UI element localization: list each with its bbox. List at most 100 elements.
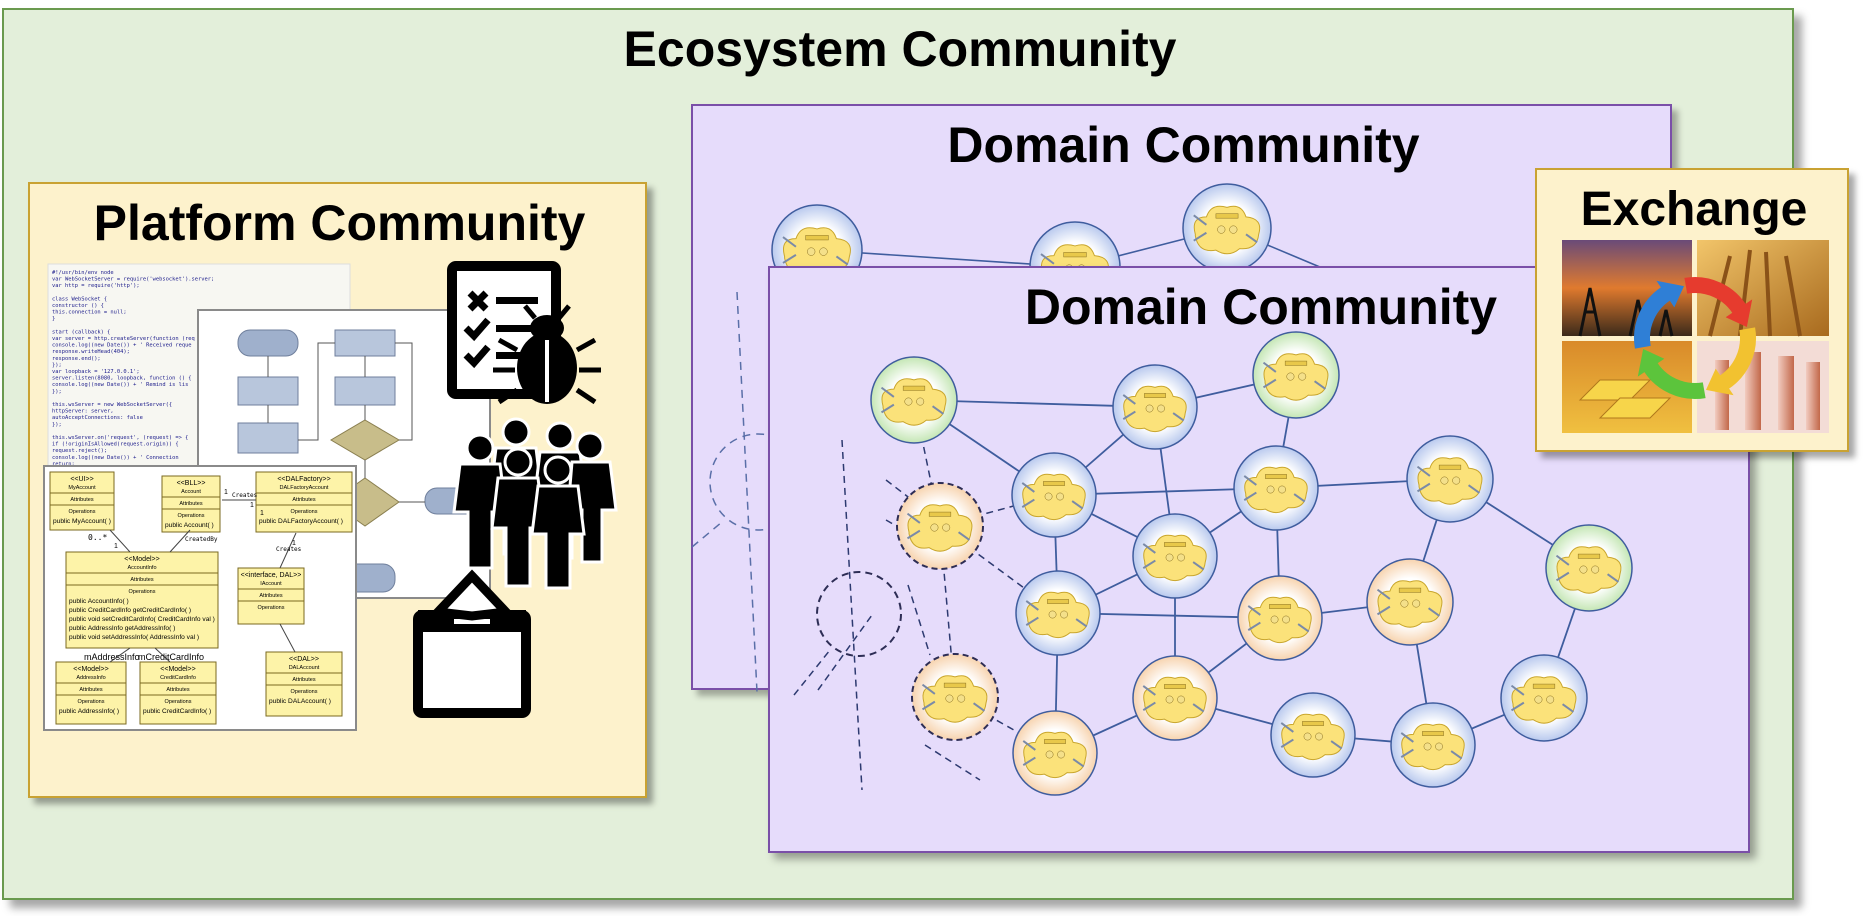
uml-class-MyAccount: <<UI>>MyAccountAttributesOperationspubli… xyxy=(49,471,115,531)
code-line: response.writeHead(404); xyxy=(52,349,130,355)
uml-attributes-label: Attributes xyxy=(166,687,189,693)
network-edge-dashed xyxy=(924,744,981,781)
uml-stereotype: <<Model>> xyxy=(73,666,108,673)
uml-operations-label: Operations xyxy=(291,689,318,695)
cycle-arc xyxy=(1634,285,1673,349)
domain-back-network xyxy=(691,183,1328,693)
code-line: } xyxy=(52,316,55,322)
uml-operations-label: Operations xyxy=(291,509,318,515)
bug-icon xyxy=(493,304,601,405)
uml-operation: public DALFactoryAccount( ) xyxy=(259,518,343,525)
uml-class-name: MyAccount xyxy=(68,485,96,491)
uml-association-label: mCreditCardInfo xyxy=(138,652,204,662)
cycle-arc xyxy=(1684,277,1748,316)
community-node xyxy=(1500,654,1588,742)
community-node xyxy=(1237,575,1323,661)
code-line: this.wsServer = new WebSocketServer({ xyxy=(52,402,172,408)
cycle-arrowhead xyxy=(1656,280,1684,308)
network-edge-dashed xyxy=(841,439,863,791)
uml-class-name: AddressInfo xyxy=(76,675,105,681)
code-line: var server = http.createServer(function … xyxy=(52,336,195,342)
community-node xyxy=(1015,570,1101,656)
community-node-dashed xyxy=(911,653,999,741)
community-node xyxy=(1545,524,1633,612)
uml-class-IAccount: <<interface, DAL>>IAccountAttributesOper… xyxy=(237,567,305,625)
uml-attributes-label: Attributes xyxy=(292,677,315,683)
code-line: autoAcceptConnections: false xyxy=(52,415,143,421)
uml-class-AddressInfo: <<Model>>AddressInfoAttributesOperations… xyxy=(55,661,127,725)
network-edge-dashed xyxy=(817,614,873,691)
community-node xyxy=(1390,702,1476,788)
network-edge-dashed xyxy=(793,649,831,696)
code-line: }); xyxy=(52,422,62,428)
code-line: start (callback) { xyxy=(52,329,110,335)
front-network xyxy=(793,331,1633,796)
uml-association-label: CreatedBy xyxy=(185,536,218,543)
code-line: var http = require('http'); xyxy=(52,283,140,289)
community-node xyxy=(1132,655,1218,741)
uml-association-label: 1 xyxy=(260,510,264,517)
uml-operations-label: Operations xyxy=(129,589,156,595)
community-node xyxy=(1366,558,1454,646)
network-edge-dashed xyxy=(907,584,931,656)
network-edge-dashed xyxy=(913,399,941,527)
code-line: this.wsServer.on('request', (request) =>… xyxy=(52,435,188,441)
uml-operations-label: Operations xyxy=(165,699,192,705)
uml-attributes-label: Attributes xyxy=(130,577,153,583)
uml-operation: public MyAccount( ) xyxy=(53,518,111,525)
uml-operation: public void setCreditCardInfo( CreditCar… xyxy=(69,616,215,623)
cycle-arrowhead xyxy=(1637,349,1665,377)
uml-operation: public CreditCardInfo getCreditCardInfo(… xyxy=(69,607,191,614)
community-node xyxy=(1406,435,1494,523)
cycle-arc xyxy=(1642,360,1706,399)
uml-class-name: DALFactoryAccount xyxy=(280,485,329,491)
code-line: request.reject(); xyxy=(52,448,107,454)
community-node xyxy=(1252,331,1340,419)
uml-operation: public Account( ) xyxy=(165,522,214,529)
network-edge-dashed xyxy=(885,479,913,501)
community-node xyxy=(1182,183,1272,273)
uml-association-label: 1 xyxy=(224,489,228,496)
uml-attributes-label: Attributes xyxy=(259,593,282,599)
code-line: var loopback = '127.0.0.1'; xyxy=(52,369,140,375)
uml-class-AccountInfo: <<Model>>AccountInfoAttributesOperations… xyxy=(65,551,219,649)
code-line: #!/usr/bin/env node xyxy=(52,270,114,276)
exchange-cycle-arrows-icon xyxy=(1634,277,1756,399)
uml-stereotype: <<DALFactory>> xyxy=(277,476,330,483)
uml-class-name: CreditCardInfo xyxy=(160,675,196,681)
community-node xyxy=(1011,452,1097,538)
uml-association-label: 1 xyxy=(250,502,254,509)
code-line: if (!originIsAllowed(request.origin)) { xyxy=(52,442,179,448)
uml-operations-label: Operations xyxy=(258,605,285,611)
community-node-dashed xyxy=(896,482,984,570)
uml-class-name: IAccount xyxy=(260,581,282,587)
uml-class-name: Account xyxy=(181,489,201,495)
code-line: var WebSocketServer = require('websocket… xyxy=(52,277,214,283)
community-node-dashed xyxy=(816,571,902,657)
platform-community-title: Platform Community xyxy=(93,195,586,251)
uml-association-label: Creates xyxy=(276,546,302,553)
code-line: this.connection = null; xyxy=(52,310,127,316)
uml-attributes-label: Attributes xyxy=(79,687,102,693)
uml-attributes-label: Attributes xyxy=(179,501,202,507)
uml-operation: public AddressInfo getAddressInfo( ) xyxy=(69,625,175,632)
domain-community-front-title: Domain Community xyxy=(1024,279,1498,335)
uml-stereotype: <<Model>> xyxy=(160,666,195,673)
uml-operation: public void setAddressInfo( AddressInfo … xyxy=(69,634,199,641)
uml-association-label: 0..* xyxy=(88,533,107,542)
domain-community-back-title: Domain Community xyxy=(947,117,1420,173)
cycle-arrowhead xyxy=(1706,368,1734,396)
uml-attributes-label: Attributes xyxy=(292,497,315,503)
code-line: response.end(); xyxy=(52,356,101,362)
uml-operation: public DALAccount( ) xyxy=(269,698,331,705)
uml-stereotype: <<Model>> xyxy=(124,556,159,563)
uml-stereotype: <<DAL>> xyxy=(289,656,319,663)
crowd-icon xyxy=(452,417,618,590)
uml-operation: public CreditCardInfo( ) xyxy=(143,708,211,715)
code-line: return; xyxy=(52,461,75,467)
uml-stereotype: <<UI>> xyxy=(70,476,93,483)
uml-stereotype: <<BLL>> xyxy=(177,480,206,487)
code-line: constructor () { xyxy=(52,303,104,309)
uml-operation: public AccountInfo( ) xyxy=(69,598,129,605)
community-node xyxy=(870,356,958,444)
